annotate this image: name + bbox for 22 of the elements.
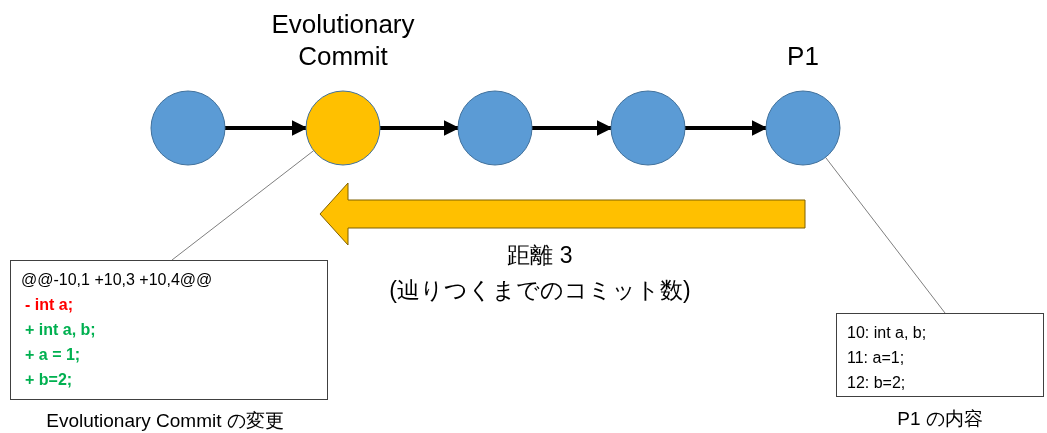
arrow — [380, 120, 460, 136]
arrow — [685, 120, 768, 136]
node-label: P1 の内容 — [897, 407, 983, 431]
arrow — [532, 120, 613, 136]
leader-line — [171, 150, 315, 261]
distance-label: (辿りつくまでのコミット数) — [389, 276, 691, 305]
node-label: Evolutionary Commit — [270, 8, 416, 72]
code-line: + int a, b; — [24, 320, 97, 340]
code-line: - int a; — [24, 295, 74, 315]
node-label: P1 — [786, 40, 820, 72]
code-line: 10: int a, b; — [847, 323, 928, 343]
arrow — [225, 120, 308, 136]
code-line: 12: b=2; — [847, 373, 907, 393]
code-line: @@-10,1 +10,3 +10,4@@ — [21, 270, 214, 290]
code-line: + a = 1; — [24, 345, 82, 365]
code-box — [836, 313, 1044, 397]
node-label: Evolutionary Commit の変更 — [46, 409, 284, 433]
distance-label: 距離 3 — [507, 241, 573, 270]
code-box — [10, 260, 328, 400]
code-line: + b=2; — [24, 370, 74, 390]
code-line: 11: a=1; — [847, 348, 906, 368]
leader-line — [825, 156, 946, 314]
